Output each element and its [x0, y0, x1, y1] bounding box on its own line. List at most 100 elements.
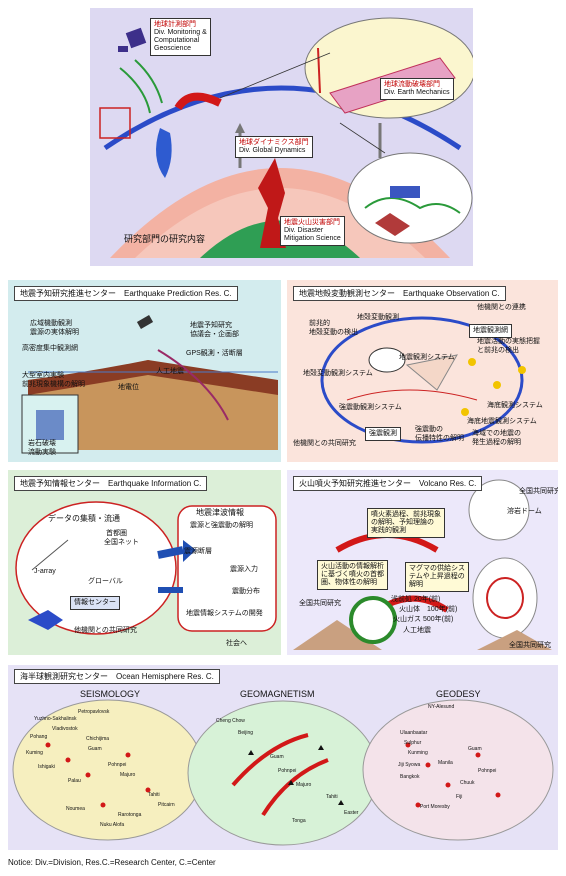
- d-label: Sulphur: [404, 740, 422, 746]
- g-label: Tahiti: [326, 794, 338, 800]
- volcano-header: 火山噴火予知研究推進センター Volcano Res. C.: [293, 476, 483, 491]
- observation-header: 地震地殻変動観測センター Earthquake Observation C.: [293, 286, 506, 301]
- s-label: Nuku Alofa: [100, 822, 125, 828]
- map-title-geomagnetism: GEOMAGNETISM: [240, 689, 315, 699]
- volc-l16: 人工地震: [403, 627, 431, 634]
- volc-l7: に基づく噴火の首都: [321, 571, 384, 579]
- volcano-panel: 火山噴火予知研究推進センター Volcano Res. C. 全国共同研究 溶岩…: [287, 470, 558, 655]
- volc-l8: 圏、物体性の解明: [321, 579, 377, 587]
- plume-shape: [258, 158, 286, 248]
- volc-l10: テムや上昇過程の: [409, 573, 465, 581]
- world-maps: [12, 699, 554, 846]
- volc-l9: マグマの供給シス: [409, 565, 465, 572]
- obs-l4: 地殻変動観測: [357, 314, 399, 321]
- info-r6: 社会へ: [226, 640, 247, 647]
- div-dynamics-box: 地球ダイナミクス部門 Div. Global Dynamics: [235, 136, 313, 159]
- s-label: Ishigaki: [38, 764, 55, 770]
- div-mechanics-jp: 地球流動破壊部門: [384, 81, 440, 88]
- obs-l12: 強震動の: [415, 426, 443, 433]
- s-label: Palau: [68, 778, 81, 784]
- pred-l12: 流動実験: [28, 449, 56, 456]
- volc-l2: 溶岩ドーム: [507, 508, 542, 515]
- geodesy-map: [362, 699, 554, 841]
- div-mechanics-en: Div. Earth Mechanics: [384, 89, 450, 97]
- info-left-title: データの集積・流通: [48, 514, 120, 523]
- pred-l10: 前兆現象機構の解明: [22, 381, 85, 388]
- slab-shape: [156, 128, 172, 178]
- pred-l6: GPS観測・活断層: [186, 350, 243, 357]
- obs-l18: 発生過程の解明: [472, 439, 521, 446]
- pred-l11: 岩石破壊: [28, 440, 56, 447]
- volc-text-1: 噴火素過程、前兆現象 の解明、予知理論の 実践的観測: [367, 508, 445, 539]
- satellite-icon: [136, 315, 154, 329]
- div-disaster-box: 地震火山災害部門 Div. Disaster Mitigation Scienc…: [280, 216, 345, 247]
- info-r2: 震源断層: [184, 548, 212, 555]
- obs-l11: 強震観測: [365, 427, 401, 442]
- volc-l14: 火山体 100年(前): [399, 606, 458, 613]
- volc-l15: 火山ガス 500年(前): [393, 616, 454, 623]
- s-label: Pohang: [30, 734, 48, 740]
- s-label: Tahiti: [148, 792, 160, 798]
- pred-l9: 大型室内実験: [22, 372, 64, 379]
- observation-panel: 地震地殻変動観測センター Earthquake Observation C. 他…: [287, 280, 558, 462]
- obs-l10: 強震動観測システム: [339, 404, 402, 411]
- s-label: Pohnpei: [108, 762, 127, 768]
- obs-l15: 海底観測システム: [487, 402, 543, 409]
- info-l2: 全国ネット: [104, 539, 139, 546]
- g-label: Pohnpei: [278, 768, 297, 774]
- ocean-panel: 海半球観測研究センター Ocean Hemisphere Res. C. SEI…: [8, 665, 558, 850]
- pred-l3: 高密度集中観測網: [22, 345, 78, 352]
- div-disaster-jp: 地震火山災害部門: [284, 219, 340, 226]
- pred-l8: 地電位: [118, 384, 139, 391]
- crust-arc: [103, 85, 462, 151]
- s-label: Petropavlovsk: [78, 709, 110, 715]
- prediction-header: 地震予知研究推進センター Earthquake Prediction Res. …: [14, 286, 238, 301]
- volc-text-2: 火山活動の情報解析 に基づく噴火の首都 圏、物体性の解明: [317, 560, 388, 591]
- obs-l8: と前兆の検出: [477, 347, 519, 354]
- obs-l13: 伝播特性の解明: [415, 435, 464, 442]
- g-label: Cheng Chow: [216, 718, 245, 724]
- obs-l17: 海域での地震の: [472, 430, 521, 437]
- div-monitoring-en2: Computational: [154, 37, 200, 45]
- computer-icon: [99, 107, 131, 139]
- prediction-panel: 地震予知研究推進センター Earthquake Prediction Res. …: [8, 280, 281, 462]
- s-label: Yuzhno-Sakhalinsk: [34, 716, 77, 722]
- div-monitoring-box: 地球計測部門 Div. Monitoring & Computational G…: [150, 18, 211, 57]
- info-r1: 震源と強震動の解明: [190, 522, 253, 529]
- s-label: Pitcairn: [158, 802, 175, 808]
- volc-l3: 噴火素過程、前兆現象: [371, 511, 441, 518]
- info-r5: 地震情報システムの開発: [186, 610, 263, 617]
- info-l1: 首都圏: [106, 530, 127, 537]
- obs-l3: 地殻変動の検出: [309, 329, 358, 336]
- div-monitoring-en1: Div. Monitoring &: [154, 29, 207, 37]
- s-label: Guam: [88, 746, 102, 752]
- volc-l1: 全国共同研究: [519, 488, 558, 495]
- d-label: NY-Alesund: [428, 704, 455, 710]
- info-right-title: 地震津波情報: [196, 508, 244, 517]
- g-label: Guam: [270, 754, 284, 760]
- d-label: Guam: [468, 746, 482, 752]
- pred-l5: 協議会・企画部: [190, 331, 239, 338]
- top-caption: 研究部門の研究内容: [124, 234, 206, 244]
- volc-l17: 全国共同研究: [509, 642, 551, 649]
- volc-text-3: マグマの供給シス テムや上昇過程の 解明: [405, 562, 469, 593]
- div-disaster-en2: Mitigation Science: [284, 235, 341, 243]
- s-label: Majuro: [120, 772, 136, 778]
- pred-l2: 震源の実体解明: [30, 329, 79, 336]
- obs-l16: 海底地震観測システム: [467, 418, 537, 425]
- information-diagram: [15, 501, 277, 635]
- s-label: Vladivostok: [52, 726, 78, 732]
- obs-l5: 地震観測システム: [399, 354, 455, 361]
- map-title-seismology: SEISMOLOGY: [80, 689, 141, 699]
- info-l6: 他機関との共同研究: [74, 627, 137, 634]
- div-disaster-en1: Div. Disaster: [284, 227, 324, 235]
- obs-l6: 地震観測網: [469, 324, 512, 339]
- volc-l11: 解明: [409, 581, 423, 589]
- information-header: 地震予知情報センター Earthquake Information C.: [14, 476, 208, 491]
- pred-l4: 地震予知研究: [190, 322, 232, 329]
- volc-l6: 火山活動の情報解析: [321, 563, 384, 570]
- satellite-icon: [125, 27, 147, 49]
- d-label: Port Moresby: [420, 804, 450, 810]
- obs-l7: 地震活動の実態把握: [477, 338, 540, 345]
- pred-l1: 広域機動観測: [30, 320, 72, 327]
